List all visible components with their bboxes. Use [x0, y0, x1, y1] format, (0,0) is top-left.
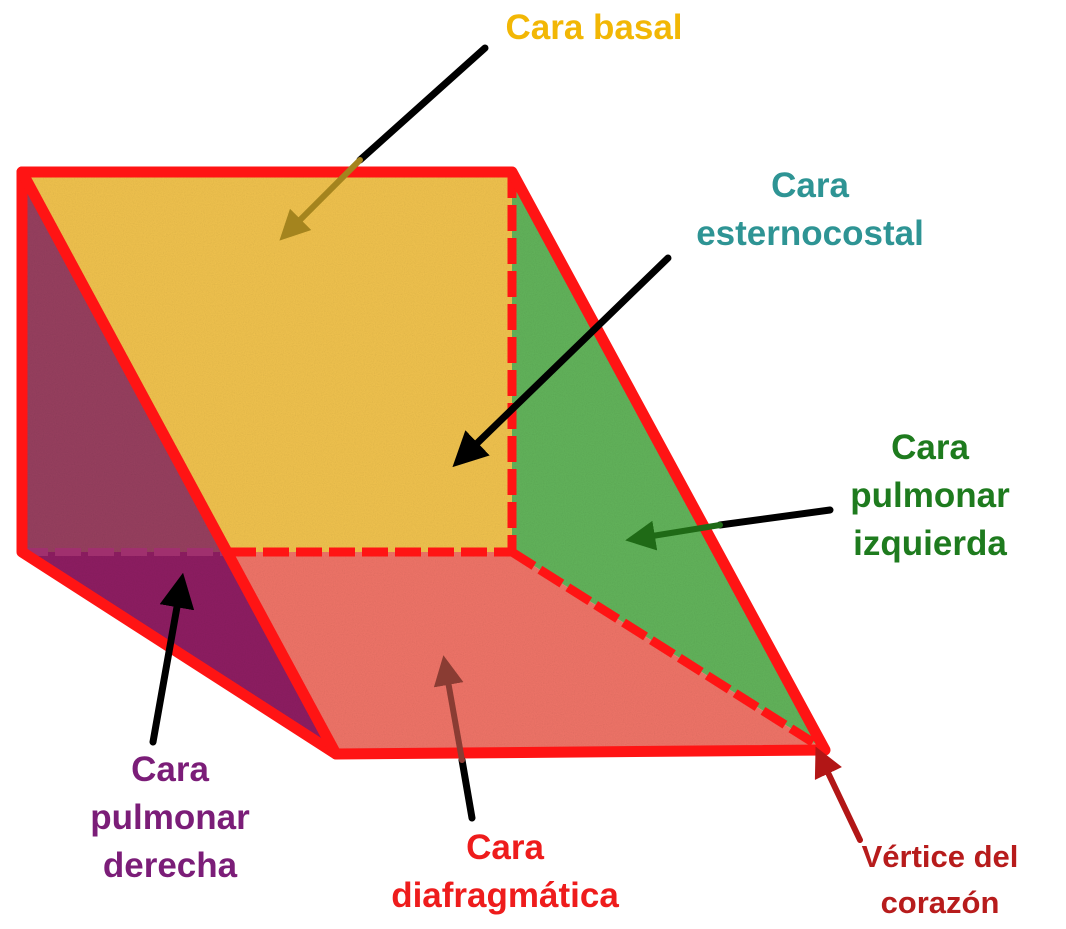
label-cara-esternocostal: Cara esternocostal	[660, 162, 960, 258]
label-cara-pulmonar-derecha-line-2: pulmonar	[90, 798, 250, 837]
label-vertice-del-corazon: Vértice del corazón	[830, 834, 1050, 926]
label-cara-pulmonar-izquierda-line-3: izquierda	[853, 524, 1007, 563]
faces	[22, 172, 825, 754]
arrow-diafragmatica-outer	[458, 756, 476, 822]
arrow-diafragmatica-inner	[433, 655, 465, 763]
arrow-pulmonar-derecha	[149, 572, 195, 746]
label-vertice-del-corazon-line-2: corazón	[880, 885, 1000, 920]
diagonal-front-edge	[16, 166, 342, 760]
label-cara-esternocostal-line-2: esternocostal	[696, 214, 924, 253]
label-cara-pulmonar-izquierda-line-1: Cara	[891, 428, 969, 467]
label-cara-pulmonar-derecha-line-1: Cara	[131, 750, 209, 789]
arrow-basal-inner	[279, 157, 363, 241]
arrow-basal-outer	[356, 44, 489, 164]
label-cara-esternocostal-line-1: Cara	[771, 166, 849, 205]
arrow-pulmonar-izquierda-outer	[716, 506, 834, 529]
arrow-pulmonar-izquierda-inner	[625, 520, 723, 551]
label-vertice-del-corazon-line-1: Vértice del	[861, 839, 1019, 874]
label-cara-diafragmatica-line-2: diafragmática	[391, 876, 619, 915]
hidden-edges	[22, 172, 828, 754]
arrow-esternocostal	[452, 254, 672, 468]
label-cara-pulmonar-derecha: Cara pulmonar derecha	[60, 746, 280, 890]
label-cara-diafragmatica-line-1: Cara	[466, 828, 544, 867]
face-diafragmatica	[230, 552, 825, 754]
arrows	[149, 44, 863, 843]
label-cara-basal: Cara basal	[484, 4, 704, 52]
label-cara-pulmonar-izquierda: Cara pulmonar izquierda	[820, 424, 1040, 568]
label-cara-diafragmatica: Cara diafragmática	[355, 824, 655, 920]
outline-edge	[16, 166, 831, 760]
label-cara-pulmonar-izquierda-line-2: pulmonar	[850, 476, 1010, 515]
hidden-edge-diagonal	[509, 548, 828, 754]
label-cara-basal-line-1: Cara basal	[505, 8, 683, 47]
label-cara-pulmonar-derecha-line-3: derecha	[102, 846, 238, 885]
face-basal	[22, 172, 512, 552]
visible-edges	[16, 166, 831, 760]
arrow-vertice	[814, 746, 863, 843]
